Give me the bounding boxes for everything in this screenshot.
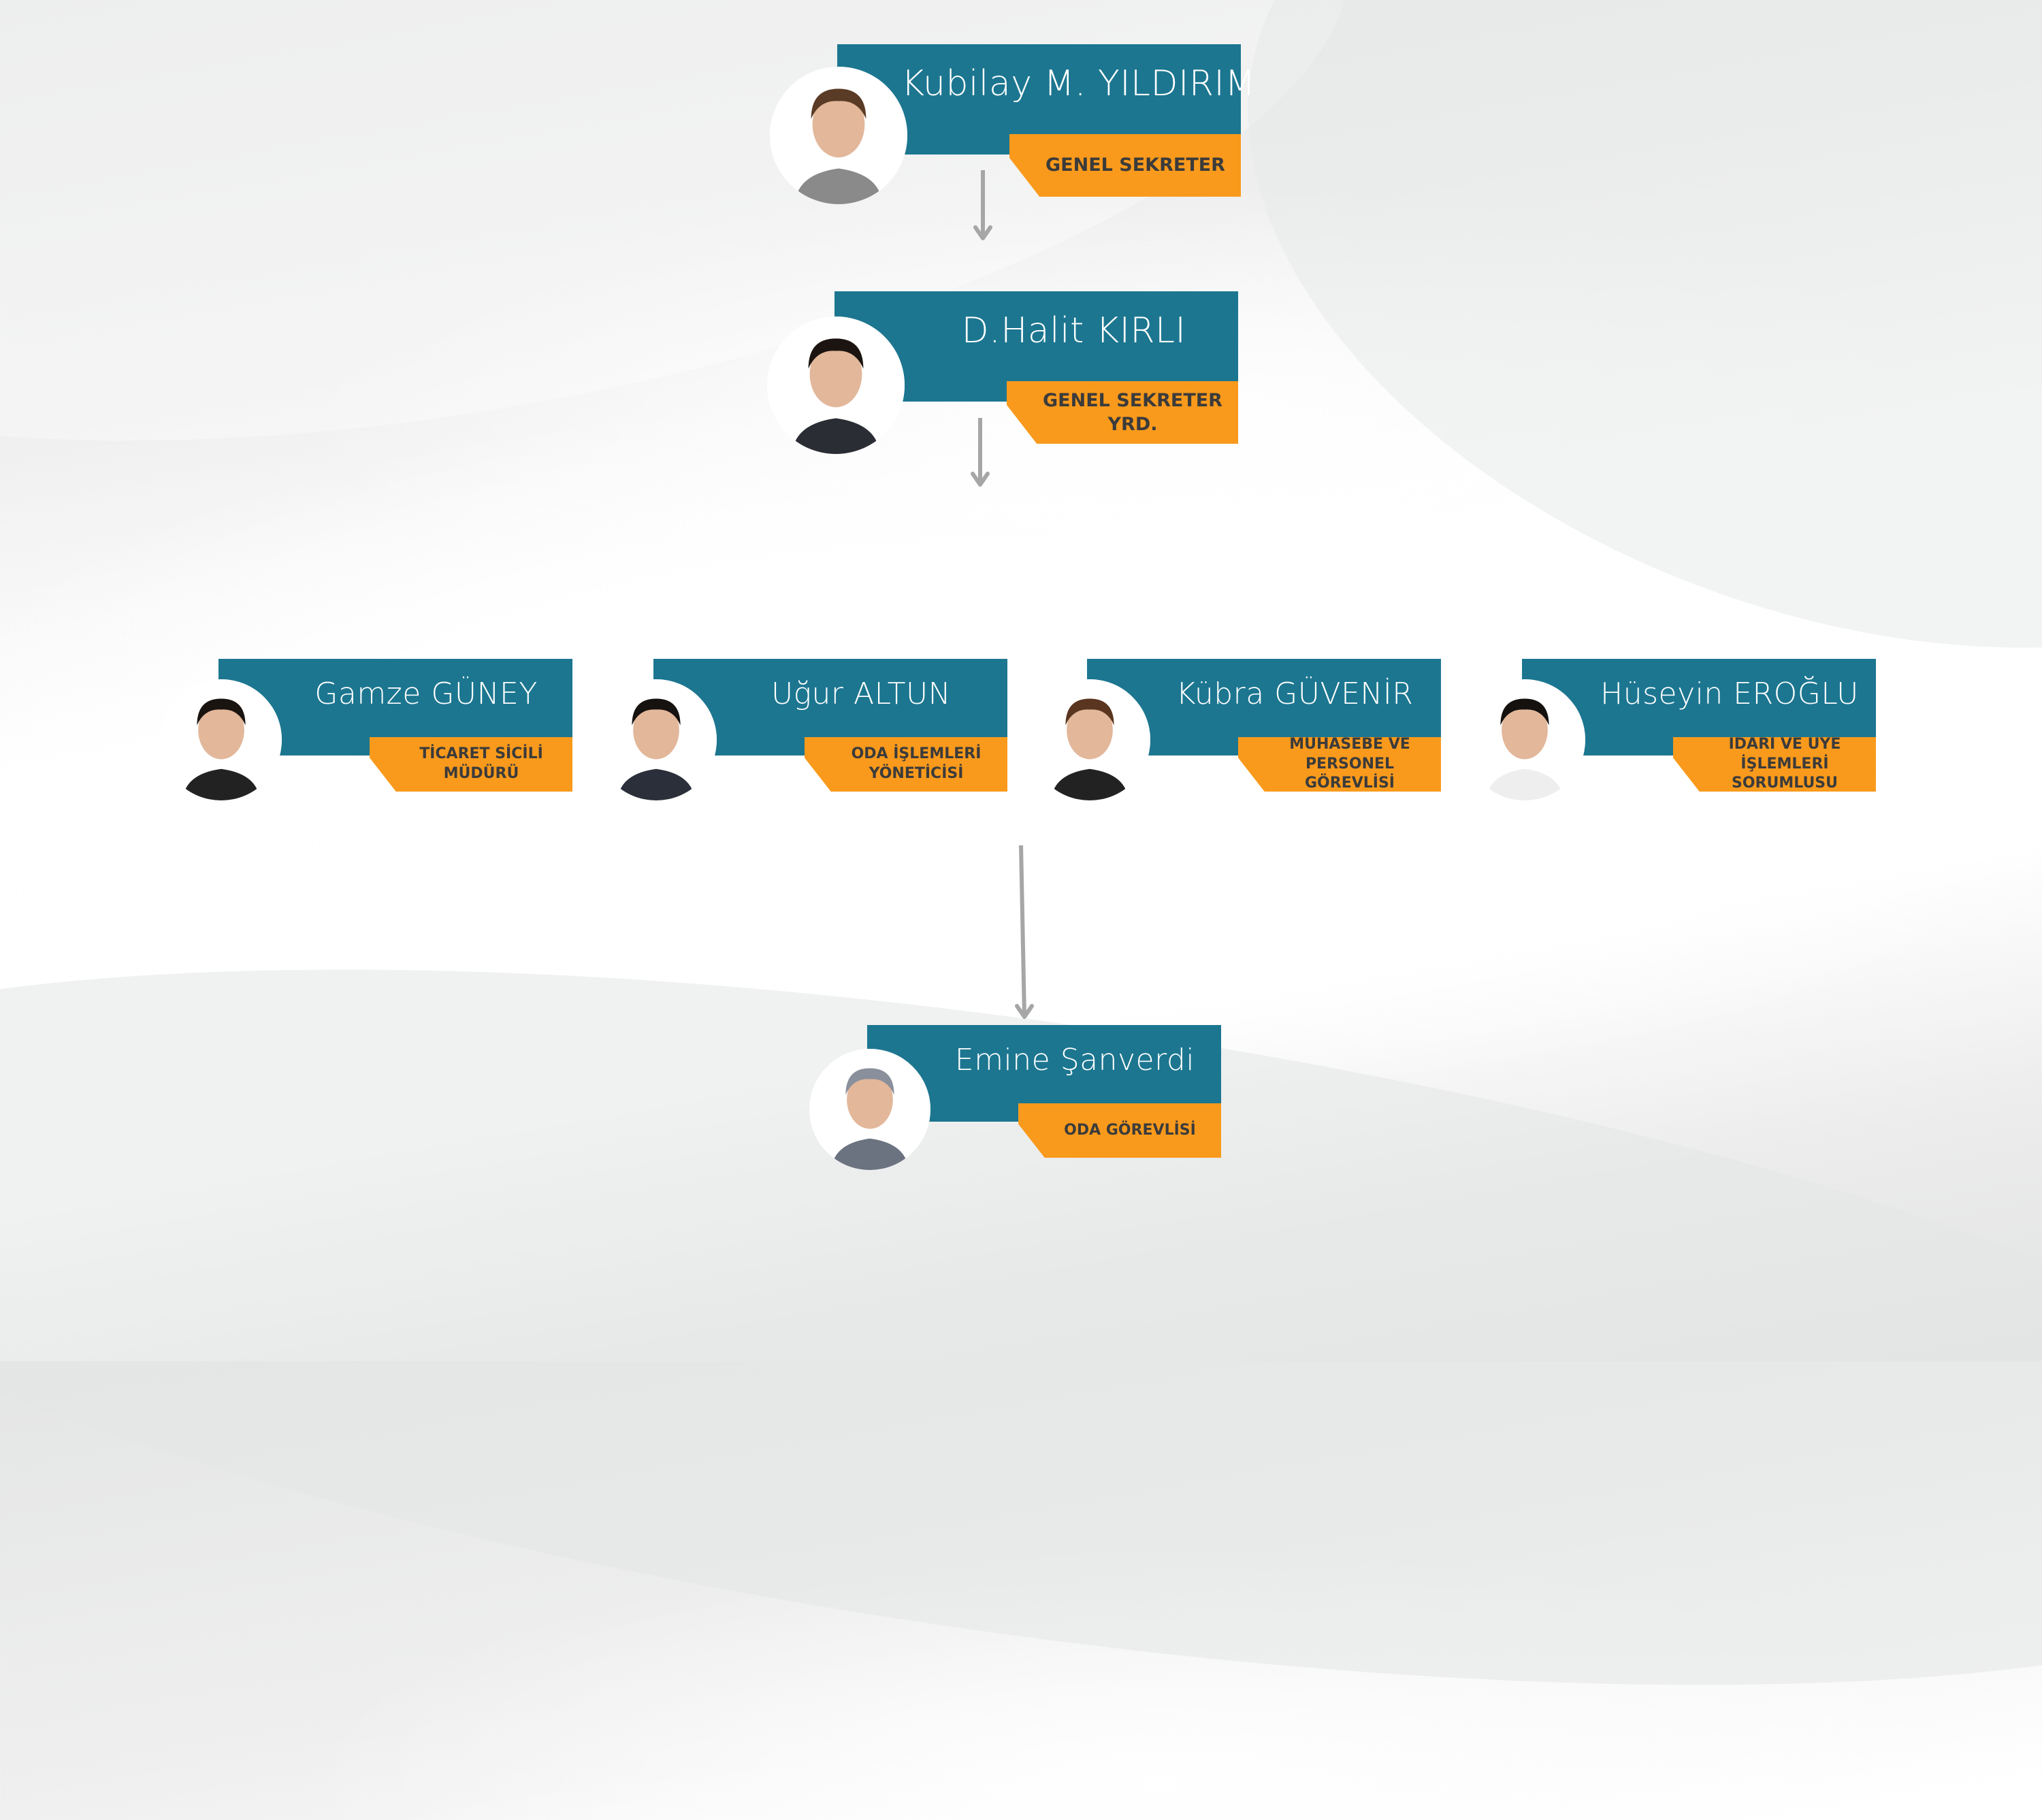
person-photo-icon	[770, 67, 907, 204]
person-photo-icon	[1029, 679, 1150, 800]
title-line: TİCARET SİCİLİ MÜDÜRÜ	[419, 745, 543, 782]
arrow-down-icon	[1015, 845, 1034, 1019]
title-line: MUHASEBE VE	[1289, 736, 1410, 753]
title-badge: TİCARET SİCİLİ MÜDÜRÜ	[370, 737, 572, 792]
title-line: İDARİ VE ÜYE İŞLEMLERİ	[1728, 736, 1841, 773]
person-name: Kübra GÜVENİR	[1176, 676, 1414, 711]
title-line: GENEL SEKRETER YRD.	[1043, 389, 1222, 435]
arrow-down-icon	[971, 418, 990, 487]
person-name: Uğur ALTUN	[771, 676, 952, 711]
title-line: ODA GÖREVLİSİ	[1064, 1121, 1196, 1139]
person-name: Emine Şanverdi	[954, 1042, 1195, 1077]
title-line: SORUMLUSU	[1731, 775, 1838, 792]
title-badge: MUHASEBE VE PERSONEL GÖREVLİSİ	[1238, 737, 1441, 792]
person-name: D.Halit KIRLI	[961, 310, 1186, 352]
title-line: PERSONEL GÖREVLİSİ	[1305, 755, 1395, 792]
person-name: Kubilay M. YILDIRIM	[901, 63, 1256, 105]
title-badge: ODA İŞLEMLERİ YÖNETİCİSİ	[805, 737, 1007, 792]
person-photo-icon	[809, 1049, 930, 1170]
person-photo-icon	[596, 679, 717, 800]
title-line: YÖNETİCİSİ	[869, 765, 964, 782]
title-badge: ODA GÖREVLİSİ	[1018, 1103, 1221, 1158]
title-badge: GENEL SEKRETER	[1009, 134, 1241, 197]
person-name: Hüseyin EROĞLU	[1600, 676, 1859, 711]
person-photo-icon	[767, 316, 905, 454]
title-badge: GENEL SEKRETER YRD.	[1007, 381, 1238, 444]
title-badge: İDARİ VE ÜYE İŞLEMLERİ SORUMLUSU	[1673, 737, 1876, 792]
title-line: GENEL SEKRETER	[1046, 155, 1225, 176]
person-photo-icon	[1464, 679, 1585, 800]
person-name: Gamze GÜNEY	[314, 676, 538, 711]
person-photo-icon	[161, 679, 282, 800]
title-line: ODA İŞLEMLERİ	[851, 745, 982, 763]
arrow-down-icon	[973, 170, 992, 240]
